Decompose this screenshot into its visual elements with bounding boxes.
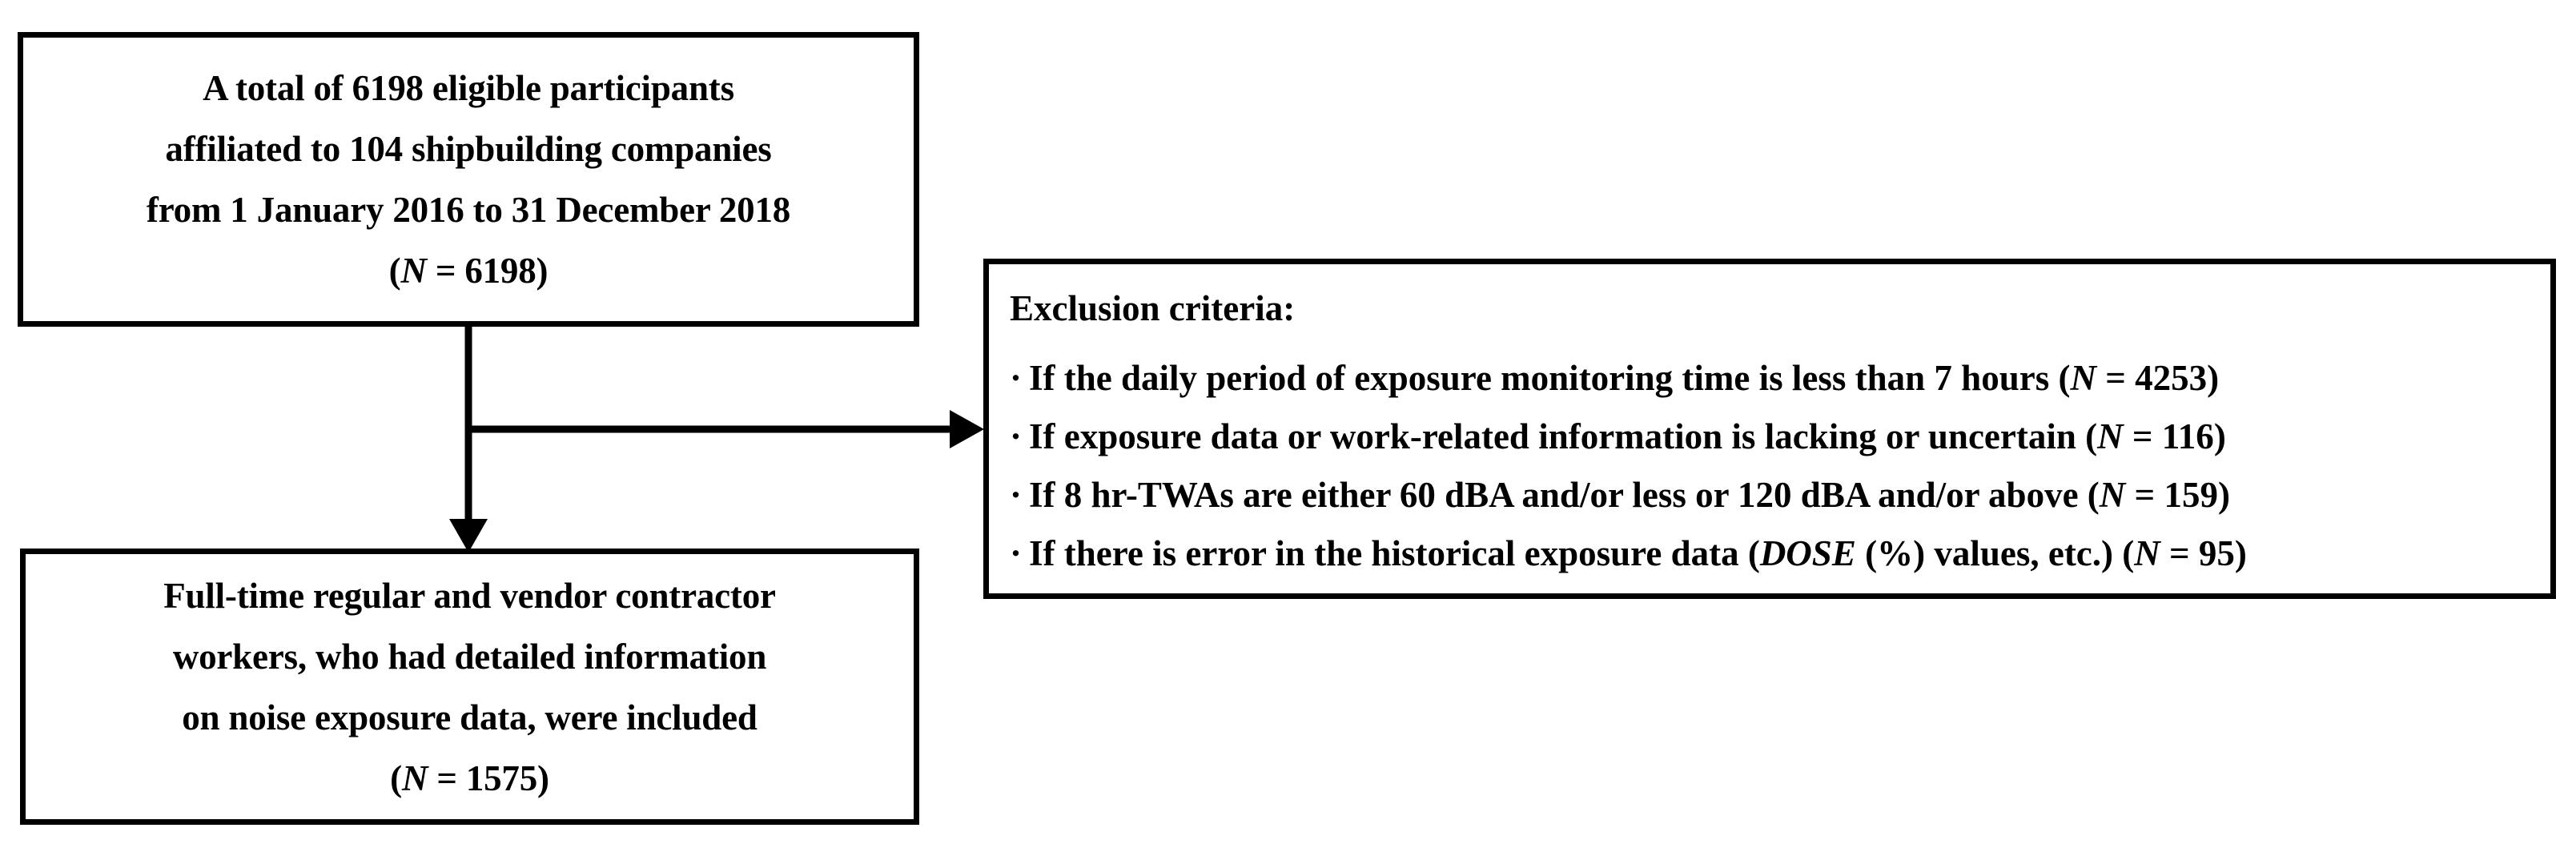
exclusion-criteria-title: Exclusion criteria: bbox=[1010, 288, 1296, 328]
criterion-4-n-value: 95 bbox=[2198, 533, 2235, 573]
included-count-suffix: ) bbox=[537, 758, 549, 798]
criterion-4-n-symbol: N bbox=[2134, 533, 2160, 573]
criterion-3-suffix: ) bbox=[2217, 475, 2230, 515]
eligible-count-equals: = bbox=[426, 251, 465, 291]
included-count-value: 1575 bbox=[465, 758, 538, 798]
criterion-1-n-value: 4253 bbox=[2135, 358, 2208, 398]
bullet-icon: · bbox=[1010, 416, 1023, 456]
eligible-participants-box: A total of 6198 eligible participants af… bbox=[18, 32, 919, 327]
exclusion-criteria-box: Exclusion criteria: ·If the daily period… bbox=[983, 259, 2556, 599]
criterion-4-suffix: ) bbox=[2234, 533, 2247, 573]
criterion-2-n-symbol: N bbox=[2097, 416, 2124, 456]
eligible-count-symbol: N bbox=[400, 251, 427, 291]
eligible-count-suffix: ) bbox=[536, 251, 549, 291]
bullet-icon: · bbox=[1010, 475, 1023, 515]
criterion-4-dose-term: DOSE bbox=[1759, 533, 1856, 573]
included-count-prefix: ( bbox=[390, 758, 402, 798]
eligible-line-1: A total of 6198 eligible participants bbox=[203, 68, 734, 108]
criterion-2-suffix: ) bbox=[2213, 416, 2226, 456]
criterion-4-text: If there is error in the historical expo… bbox=[1029, 533, 1760, 573]
criterion-3-n-value: 159 bbox=[2164, 475, 2218, 515]
criterion-3-text: If 8 hr-TWAs are either 60 dBA and/or le… bbox=[1029, 475, 2100, 515]
bullet-icon: · bbox=[1010, 358, 1023, 398]
criterion-1-n-symbol: N bbox=[2070, 358, 2096, 398]
eligible-count-prefix: ( bbox=[388, 251, 401, 291]
criterion-4-equals: = bbox=[2160, 533, 2199, 573]
exclusion-criteria-list: ·If the daily period of exposure monitor… bbox=[1010, 349, 2247, 583]
criterion-1-text: If the daily period of exposure monitori… bbox=[1029, 358, 2071, 398]
included-count-line: (N = 1575) bbox=[390, 748, 549, 809]
eligible-count-value: 6198 bbox=[464, 251, 536, 291]
bullet-icon: · bbox=[1010, 533, 1023, 573]
eligible-to-included-arrow bbox=[449, 327, 488, 553]
criterion-2-equals: = bbox=[2123, 416, 2162, 456]
included-participants-box: Full-time regular and vendor contractor … bbox=[20, 549, 919, 825]
included-line-2: workers, who had detailed information bbox=[172, 636, 767, 677]
eligible-to-exclusion-arrow bbox=[468, 410, 984, 448]
eligible-line-3: from 1 January 2016 to 31 December 2018 bbox=[146, 190, 791, 230]
exclusion-criterion-1: ·If the daily period of exposure monitor… bbox=[1010, 349, 2247, 408]
criterion-2-text: If exposure data or work-related informa… bbox=[1029, 416, 2098, 456]
included-count-equals: = bbox=[428, 758, 466, 798]
included-line-1: Full-time regular and vendor contractor bbox=[163, 575, 776, 616]
eligible-line-2: affiliated to 104 shipbuilding companies bbox=[165, 129, 772, 169]
criterion-3-equals: = bbox=[2125, 475, 2164, 515]
included-count-symbol: N bbox=[401, 758, 428, 798]
included-line-3: on noise exposure data, were included bbox=[182, 697, 758, 737]
criterion-1-suffix: ) bbox=[2207, 358, 2220, 398]
exclusion-criterion-4: ·If there is error in the historical exp… bbox=[1010, 524, 2247, 583]
criterion-3-n-symbol: N bbox=[2099, 475, 2126, 515]
criterion-4-text-mid: (%) values, etc.) ( bbox=[1855, 533, 2135, 573]
exclusion-criterion-3: ·If 8 hr-TWAs are either 60 dBA and/or l… bbox=[1010, 466, 2247, 524]
exclusion-criterion-2: ·If exposure data or work-related inform… bbox=[1010, 408, 2247, 466]
criterion-2-n-value: 116 bbox=[2161, 416, 2214, 456]
criterion-1-equals: = bbox=[2096, 358, 2136, 398]
eligible-count-line: (N = 6198) bbox=[389, 240, 549, 301]
